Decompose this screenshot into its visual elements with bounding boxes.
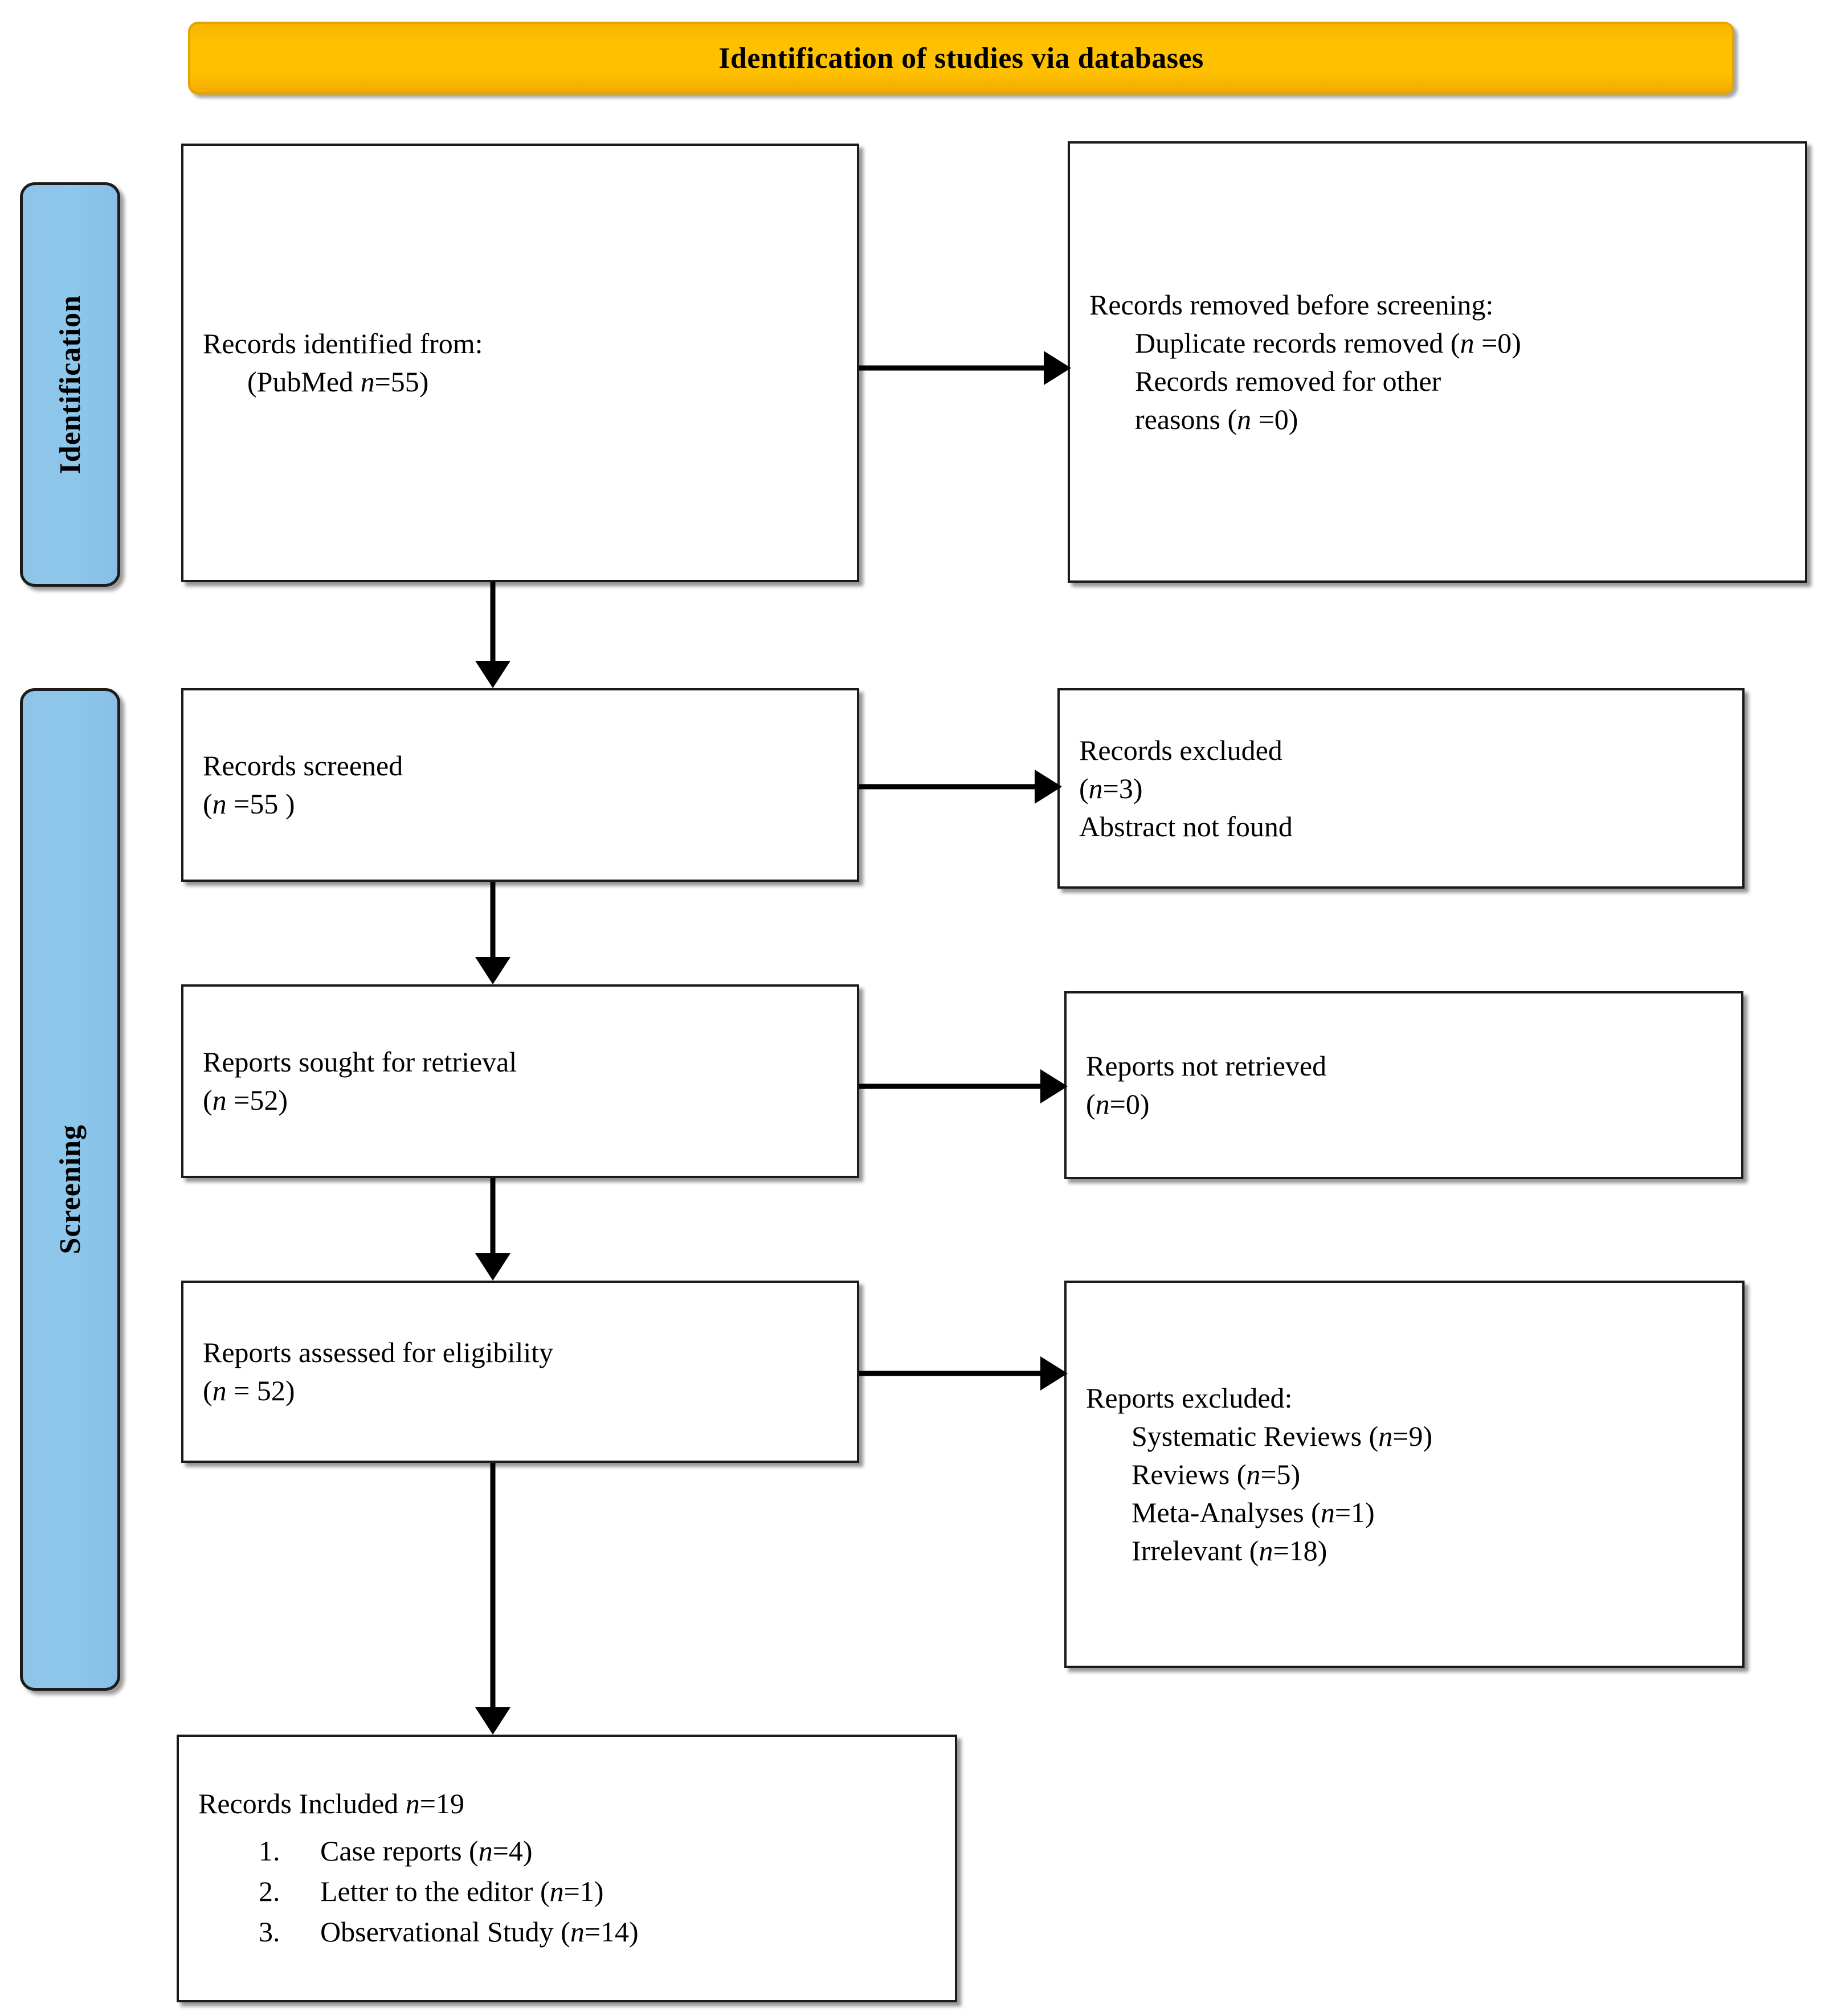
arrow-down-assessed-to-included [473,1463,513,1735]
records-identified-line-1: Records identified from: [203,328,483,359]
italic-n: n [212,788,227,820]
list-item-text: Case reports (n=4) [320,1835,533,1867]
italic-n: n [1460,326,1474,359]
italic-n: n [212,1375,227,1406]
arrow-right-sought-to-not-retrieved [859,1069,1068,1104]
list-item: 3. Observational Study (n=14) [198,1912,936,1952]
reports-sought-line-2: (n =52) [203,1084,288,1116]
italic-n: n [1095,1088,1110,1120]
arrow-down-sought-to-assessed [473,1178,513,1281]
records-removed-line-4: reasons (n =0) [1135,403,1298,435]
stage-label-screening: Screening [20,688,120,1691]
stage-label-screening-text: Screening [54,1124,87,1254]
records-included-list: 1. Case reports (n=4) 2. Letter to the edi… [198,1831,936,1952]
list-item-number: 1. [259,1835,280,1867]
records-removed-line-2: Duplicate records removed (n =0) [1135,326,1521,359]
arrow-shaft [490,582,496,661]
arrow-head-right-icon [1040,1069,1068,1103]
list-item-text: Observational Study (n=14) [320,1916,639,1948]
reports-not-retrieved-line-2: (n=0) [1086,1088,1150,1120]
list-item: 2. Letter to the editor (n=1) [198,1871,936,1912]
italic-n: n [360,366,375,398]
records-excluded-line-1: Records excluded [1079,734,1282,766]
reports-excluded-item: Irrelevant (n=18) [1132,1534,1327,1567]
italic-n: n [1237,403,1252,435]
reports-excluded-item: Systematic Reviews (n=9) [1132,1420,1433,1452]
italic-n: n [212,1084,227,1116]
box-reports-assessed-for-eligibility: Reports assessed for eligibility (n = 52… [181,1281,859,1463]
box-reports-sought-for-retrieval: Reports sought for retrieval (n =52) [181,984,859,1178]
italic-n: n [1246,1458,1261,1490]
arrow-down-identified-to-screened [473,582,513,688]
arrow-head-down-icon [475,957,510,984]
arrow-shaft [490,1463,496,1707]
list-item-text: Letter to the editor (n=1) [320,1875,604,1907]
arrow-right-assessed-to-reports-excluded [859,1356,1068,1391]
arrow-head-right-icon [1044,351,1071,385]
records-excluded-line-3: Abstract not found [1079,810,1293,843]
italic-n: n [1320,1496,1335,1528]
box-records-identified: Records identified from: (PubMed n=55) [181,144,859,582]
records-identified-line-2: (PubMed n=55) [247,366,429,398]
arrow-head-down-icon [475,1253,510,1281]
box-records-included: Records Included n=19 1. Case reports (n=… [177,1735,957,2002]
list-item-number: 2. [259,1875,280,1907]
box-records-removed-before-screening: Records removed before screening: Duplic… [1068,141,1807,583]
stage-label-identification: Identification [20,182,120,587]
arrow-right-screened-to-excluded [859,769,1062,804]
reports-sought-line-1: Reports sought for retrieval [203,1046,517,1078]
reports-excluded-item: Reviews (n=5) [1132,1458,1301,1490]
diagram-title: Identification of studies via databases [718,42,1204,75]
list-item-number: 3. [259,1916,280,1948]
reports-assessed-line-1: Reports assessed for eligibility [203,1336,554,1368]
reports-assessed-line-2: (n = 52) [203,1375,295,1406]
arrow-shaft [490,1178,496,1253]
italic-n: n [478,1835,493,1867]
reports-excluded-item: Meta-Analyses (n=1) [1132,1496,1375,1528]
records-removed-line-3: Records removed for other [1135,365,1441,397]
box-reports-excluded: Reports excluded: Systematic Reviews (n=… [1064,1281,1745,1668]
arrow-shaft [859,784,1038,790]
records-screened-line-2: (n =55 ) [203,788,295,820]
records-included-line-1: Records Included n=19 [198,1788,464,1819]
italic-n: n [1259,1534,1273,1567]
arrow-shaft [859,1083,1044,1089]
arrow-head-down-icon [475,661,510,688]
diagram-header-banner: Identification of studies via databases [188,22,1734,95]
box-reports-not-retrieved: Reports not retrieved (n=0) [1064,991,1743,1179]
italic-n: n [1088,772,1103,804]
italic-n: n [405,1788,420,1819]
italic-n: n [1378,1420,1393,1452]
arrow-shaft [490,882,496,957]
arrow-shaft [859,1371,1044,1376]
italic-n: n [570,1916,585,1948]
arrow-down-screened-to-sought [473,882,513,984]
box-records-screened: Records screened (n =55 ) [181,688,859,882]
records-screened-line-1: Records screened [203,750,403,782]
arrow-right-identified-to-removed [859,350,1071,386]
arrow-shaft [859,365,1047,371]
reports-excluded-line-1: Reports excluded: [1086,1381,1293,1414]
stage-label-identification-text: Identification [54,295,87,475]
reports-not-retrieved-line-1: Reports not retrieved [1086,1050,1327,1082]
arrow-head-down-icon [475,1707,510,1735]
box-records-excluded: Records excluded (n=3) Abstract not foun… [1057,688,1745,889]
records-excluded-line-2: (n=3) [1079,772,1143,804]
list-item: 1. Case reports (n=4) [198,1831,936,1871]
arrow-head-right-icon [1035,770,1062,804]
arrow-head-right-icon [1040,1356,1068,1391]
italic-n: n [549,1875,564,1907]
records-removed-line-1: Records removed before screening: [1089,288,1494,321]
